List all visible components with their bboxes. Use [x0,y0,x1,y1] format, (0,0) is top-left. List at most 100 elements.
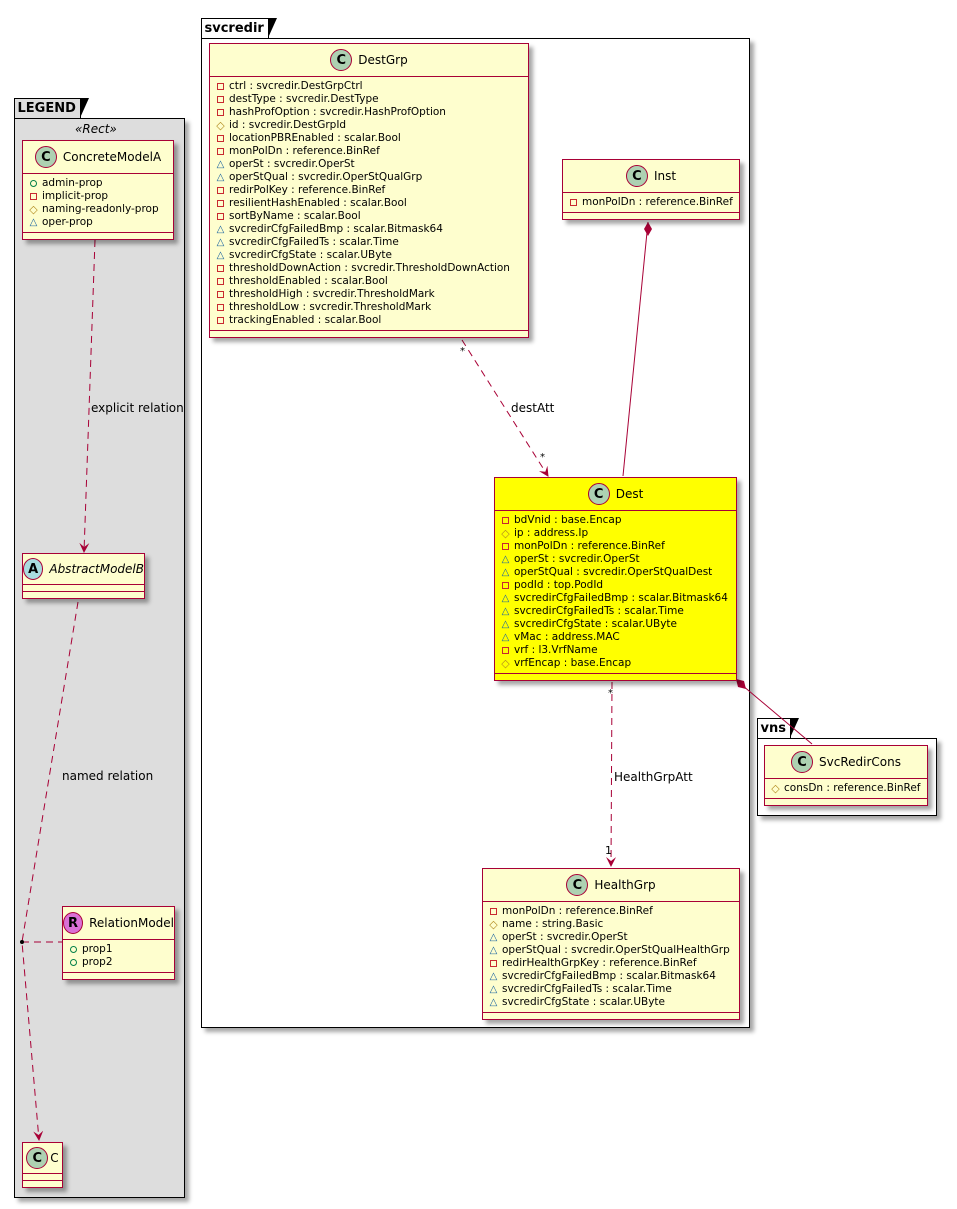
attribute-text: monPolDn : reference.BinRef [229,145,380,157]
label-healthgrpatt: HealthGrpAtt [614,770,693,784]
attribute-row: △operSt : svcredir.OperSt [216,158,522,171]
attribute-text: admin-prop [42,177,103,189]
attribute-text: operSt : svcredir.OperSt [502,931,628,943]
mult-destatt-to: * [540,452,545,463]
package-visibility-icon: △ [501,554,510,565]
private-visibility-icon [217,317,224,324]
attribute-row: resilientHashEnabled : scalar.Bool [216,197,522,210]
private-visibility-icon [217,291,224,298]
attribute-text: ip : address.Ip [514,527,589,539]
public-visibility-icon [70,946,77,953]
attribute-row: △ operStQual : svcredir.OperStQualGrp [216,171,522,184]
private-visibility-icon [217,96,224,103]
attribute-text: thresholdDownAction : svcredir.Threshold… [229,262,510,274]
attribute-text: monPolDn : reference.BinRef [582,196,733,208]
attribute-row: ◇ naming-readonly-prop [29,203,167,216]
package-visibility-icon: △ [216,172,225,183]
class-dest[interactable]: C Dest bdVnid : base.Encap◇ip : address.I… [494,477,737,681]
class-icon: C [625,165,648,187]
attribute-row: prop1 [69,943,168,956]
attribute-text: redirHealthGrpKey : reference.BinRef [502,957,697,969]
attribute-row: redirPolKey : reference.BinRef [216,184,522,197]
attribute-row: thresholdHigh : svcredir.ThresholdMark [216,288,522,301]
attribute-row: △svcredirCfgState : scalar.UByte [216,249,522,262]
attribute-row: ◇ip : address.Ip [501,527,730,540]
attribute-text: operSt : svcredir.OperSt [514,553,640,565]
attribute-text: svcredirCfgFailedTs : scalar.Time [514,605,684,617]
class-icon: C [566,874,589,896]
attribute-row: △ svcredirCfgFailedTs : scalar.Time [489,983,733,996]
package-visibility-icon: △ [489,984,498,995]
attribute-text: monPolDn : reference.BinRef [514,540,665,552]
attribute-row: ◇id : svcredir.DestGrpId [216,119,522,132]
attribute-row: △ operSt : svcredir.OperSt [489,931,733,944]
attribute-row: prop2 [69,956,168,969]
class-inst[interactable]: C Inst monPolDn : reference.BinRef [562,159,740,220]
class-name: RelationModel [89,916,174,930]
attribute-text: oper-prop [42,216,93,228]
attribute-row: ctrl : svcredir.DestGrpCtrl [216,80,522,93]
class-icon: C [26,1147,49,1169]
attribute-text: svcredirCfgFailedTs : scalar.Time [502,983,672,995]
attribute-row: admin-prop [29,177,167,190]
label-explicit-relation: explicit relation [91,401,184,415]
attribute-text: operStQual : svcredir.OperStQualDest [514,566,713,578]
attribute-text: operStQual : svcredir.OperStQualGrp [229,171,423,183]
attribute-row: △ svcredirCfgState : scalar.UByte [501,618,730,631]
class-name: HealthGrp [594,878,656,892]
class-name: Dest [615,487,644,501]
private-visibility-icon [490,908,497,915]
package-visibility-icon: △ [489,945,498,956]
attribute-text: naming-readonly-prop [42,203,159,215]
attribute-text: operStQual : svcredir.OperStQualHealthGr… [502,944,730,956]
legend-stereotype: «Rect» [75,122,117,136]
attribute-row: △oper-prop [29,216,167,229]
mult-healthgrpatt-from: * [608,688,613,699]
private-visibility-icon [502,582,509,589]
private-visibility-icon [217,200,224,207]
attribute-text: svcredirCfgFailedBmp : scalar.Bitmask64 [229,223,443,235]
attribute-text: operSt : svcredir.OperSt [229,158,355,170]
mult-destatt-from: * [460,346,465,357]
attribute-text: sortByName : scalar.Bool [229,210,361,222]
attribute-row: monPolDn : reference.BinRef [501,540,730,553]
mult-healthgrpatt-to: 1 [605,844,612,857]
attribute-row: implicit-prop [29,190,167,203]
label-destatt: destAtt [511,401,555,415]
class-name: Inst [653,169,677,183]
attribute-text: svcredirCfgState : scalar.UByte [514,618,678,630]
protected-visibility-icon: ◇ [29,203,38,216]
package-visibility-icon: △ [501,606,510,617]
package-visibility-icon: △ [489,971,498,982]
attribute-row: △vMac : address.MAC [501,631,730,644]
class-icon: C [587,483,610,505]
private-visibility-icon [217,265,224,272]
attribute-text: monPolDn : reference.BinRef [502,905,653,917]
attribute-text: svcredirCfgFailedBmp : scalar.Bitmask64 [502,970,716,982]
attribute-row: podId : top.PodId [501,579,730,592]
relation-class-icon: R [63,912,84,934]
protected-visibility-icon: ◇ [771,782,780,795]
package-visibility-icon: △ [501,619,510,630]
attribute-row: thresholdDownAction : svcredir.Threshold… [216,262,522,275]
attribute-text: bdVnid : base.Encap [514,514,622,526]
class-name: ConcreteModelA [62,150,162,164]
attribute-text: id : svcredir.DestGrpId [229,119,347,131]
attribute-row: △svcredirCfgFailedBmp : scalar.Bitmask64 [501,592,730,605]
attribute-row: vrf : l3.VrfName [501,644,730,657]
attribute-row: △ svcredirCfgFailedTs : scalar.Time [501,605,730,618]
attribute-text: ctrl : svcredir.DestGrpCtrl [229,80,363,92]
attribute-text: vrf : l3.VrfName [514,644,598,656]
private-visibility-icon [490,960,497,967]
package-visibility-icon: △ [216,250,225,261]
package-visibility-icon: △ [489,932,498,943]
private-visibility-icon [217,83,224,90]
package-visibility-icon: △ [501,632,510,643]
